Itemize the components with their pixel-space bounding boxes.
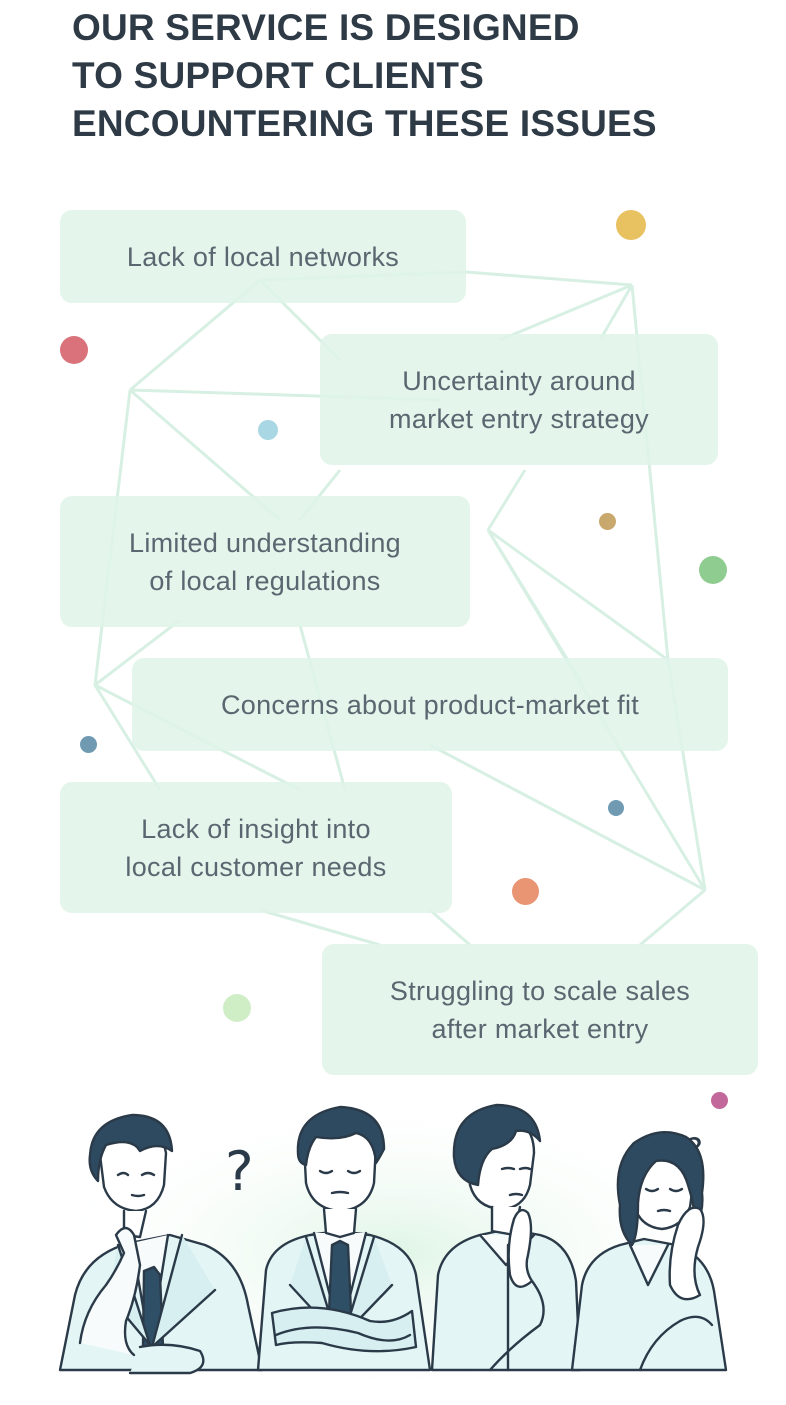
person-man-arms-crossed-icon xyxy=(256,1105,432,1372)
issue-text: Limited understanding xyxy=(129,527,401,558)
decor-dot xyxy=(608,800,624,816)
issue-text: Concerns about product-market fit xyxy=(220,689,640,720)
question-mark-icon: ? xyxy=(225,1140,254,1203)
decor-dot xyxy=(80,736,97,753)
issue-text: Lack of insight into xyxy=(141,813,371,844)
decor-dot xyxy=(599,513,616,530)
person-man-hand-on-chin-icon xyxy=(430,1103,582,1372)
issue-text: of local regulations xyxy=(149,565,381,596)
decor-dot xyxy=(711,1092,728,1109)
issue-card-local-regulations: Limited understanding of local regulatio… xyxy=(60,496,470,627)
issue-card-scale-sales: Struggling to scale sales after market e… xyxy=(322,944,758,1075)
decor-dot xyxy=(512,878,539,905)
page-heading: OUR SERVICE IS DESIGNED TO SUPPORT CLIEN… xyxy=(72,4,752,148)
issue-card-market-entry-strategy: Uncertainty around market entry strategy xyxy=(320,334,718,465)
decor-dot xyxy=(223,994,251,1022)
issue-text: after market entry xyxy=(431,1013,649,1044)
decor-dot xyxy=(60,336,88,364)
issue-text: local customer needs xyxy=(125,851,387,882)
issue-card-product-market-fit: Concerns about product-market fit xyxy=(132,658,728,751)
issue-text: market entry strategy xyxy=(389,403,649,434)
issue-text: Struggling to scale sales xyxy=(389,975,691,1006)
person-woman-hand-on-cheek-icon xyxy=(570,1131,728,1372)
heading-line-3: ENCOUNTERING THESE ISSUES xyxy=(72,103,657,144)
issue-card-customer-needs: Lack of insight into local customer need… xyxy=(60,782,452,913)
heading-line-1: OUR SERVICE IS DESIGNED xyxy=(72,7,580,48)
issue-text: Lack of local networks xyxy=(126,241,400,272)
issue-text: Uncertainty around xyxy=(402,365,636,396)
heading-line-2: TO SUPPORT CLIENTS xyxy=(72,55,485,96)
thinking-people-illustration: ? ? xyxy=(40,1085,750,1395)
person-man-thinking-icon xyxy=(58,1113,264,1375)
decor-dot xyxy=(699,556,727,584)
issue-card-local-networks: Lack of local networks xyxy=(60,210,466,303)
decor-dot xyxy=(616,210,646,240)
decor-dot xyxy=(258,420,278,440)
